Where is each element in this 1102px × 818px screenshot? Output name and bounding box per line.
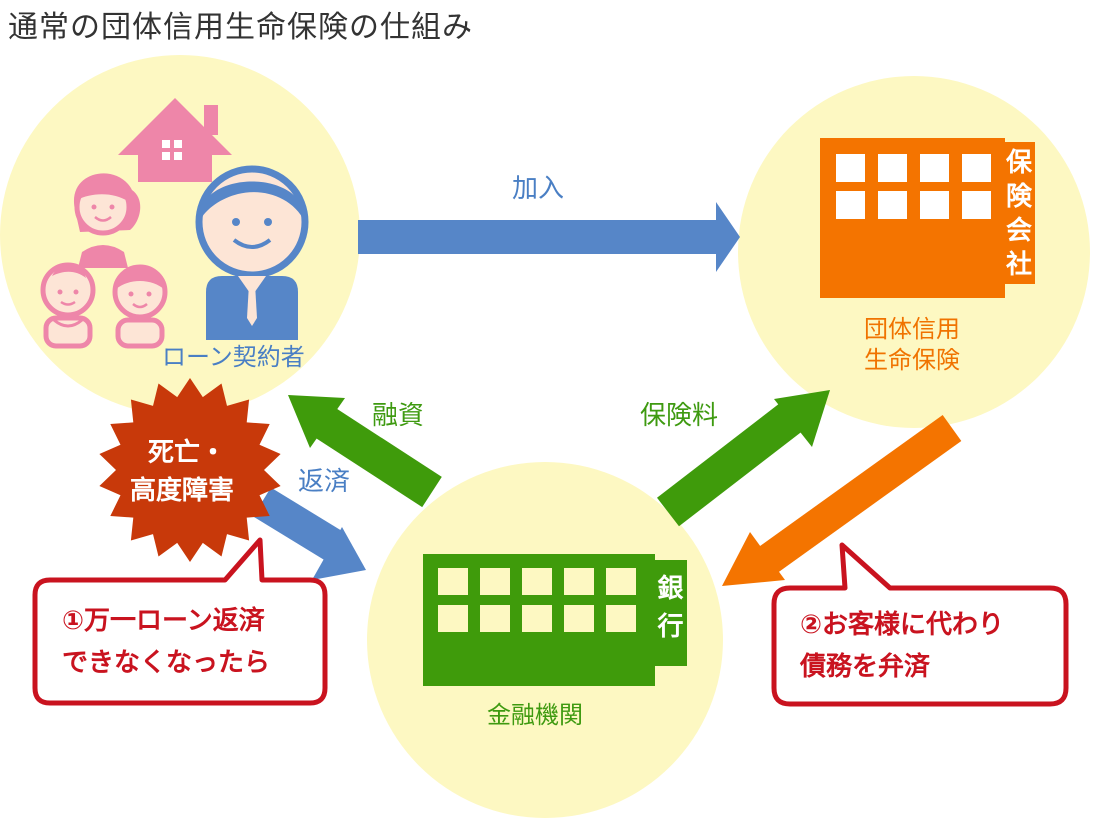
financing-label: 融資 [372, 401, 425, 431]
bank-sign-char: 銀 [657, 574, 684, 604]
insurer-sign-char: 保 [1005, 148, 1032, 178]
repayment-arrow [253, 487, 366, 580]
death-event-line: 死亡・ [148, 438, 227, 468]
right-callout-line: ②お客様に代わり [800, 610, 1005, 640]
page-title: 通常の団体信用生命保険の仕組み [8, 10, 473, 45]
left-callout-line: ①万一ローン返済 [62, 606, 265, 636]
borrower-man-icon [195, 165, 309, 340]
boy-icon [112, 264, 168, 349]
insurer-label: 団体信用 生命保険 [842, 314, 982, 376]
insurer-sign: 保 険 会 社 [1004, 146, 1034, 282]
insurer-label-line: 団体信用 [864, 315, 960, 343]
bank-sign-char: 行 [657, 612, 684, 642]
enroll-label: 加入 [512, 174, 565, 204]
insurer-sign-char: 険 [1005, 182, 1032, 212]
death-event-line: 高度障害 [130, 476, 235, 506]
enroll-arrow [358, 202, 740, 272]
bank-label: 金融機関 [487, 701, 583, 729]
left-callout-bubble [32, 537, 328, 706]
bank-building-icon [423, 554, 687, 686]
left-callout-text: ①万一ローン返済 できなくなったら [62, 600, 270, 684]
insurer-building-icon [820, 138, 1035, 298]
bank-sign: 銀 行 [654, 570, 687, 646]
death-event-label: 死亡・ 高度障害 [130, 434, 234, 510]
mother-icon [73, 173, 141, 268]
right-callout-line: 債務を弁済 [800, 652, 931, 682]
right-callout-bubble [771, 542, 1069, 707]
financing-arrow [288, 395, 442, 508]
right-callout-text: ②お客様に代わり 債務を弁済 [800, 604, 1004, 688]
premium-label: 保険料 [640, 401, 719, 431]
premium-arrow [657, 390, 830, 527]
insurer-label-line: 生命保険 [864, 346, 960, 375]
repayment-label: 返済 [298, 467, 351, 497]
left-callout-line: できなくなったら [62, 648, 271, 678]
house-icon [118, 98, 232, 182]
claim-arrow [722, 414, 962, 586]
insurer-sign-char: 会 [1005, 216, 1032, 246]
death-burst-shape [99, 378, 281, 562]
insurer-sign-char: 社 [1005, 250, 1032, 280]
baby-icon [40, 262, 96, 349]
borrower-label: ローン契約者 [162, 343, 305, 371]
